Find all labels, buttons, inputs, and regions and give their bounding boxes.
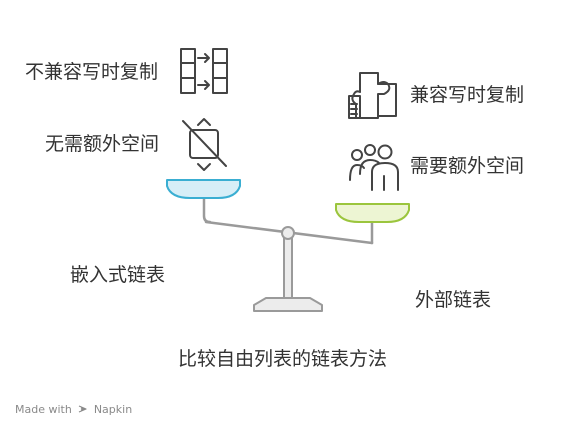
- caption-embedded-list: 嵌入式链表: [70, 264, 166, 286]
- left-hanger: [202, 196, 212, 224]
- label-compatible-cow: 兼容写时复制: [410, 84, 525, 106]
- label-no-extra-space: 无需额外空间: [45, 133, 160, 155]
- caption-external-list: 外部链表: [415, 289, 492, 311]
- label-incompatible-cow: 不兼容写时复制: [25, 61, 159, 83]
- diagram-title: 比较自由列表的链表方法: [178, 348, 388, 370]
- napkin-brand-text: Napkin: [93, 403, 133, 416]
- scale-pivot: [281, 226, 295, 240]
- napkin-logo-icon: [79, 405, 87, 413]
- made-with-text: Made with: [15, 403, 72, 416]
- no-copy-icon: [182, 118, 227, 171]
- made-with-footer: Made with Napkin: [15, 403, 132, 416]
- scale-base: [253, 297, 323, 312]
- label-extra-space: 需要额外空间: [410, 155, 525, 177]
- copy-arrows-icon: [180, 48, 228, 94]
- left-pan: [166, 179, 241, 199]
- scale-pole: [283, 235, 293, 299]
- document-puzzle-icon: [348, 72, 397, 119]
- right-pan: [335, 203, 410, 223]
- people-group-icon: [349, 144, 399, 191]
